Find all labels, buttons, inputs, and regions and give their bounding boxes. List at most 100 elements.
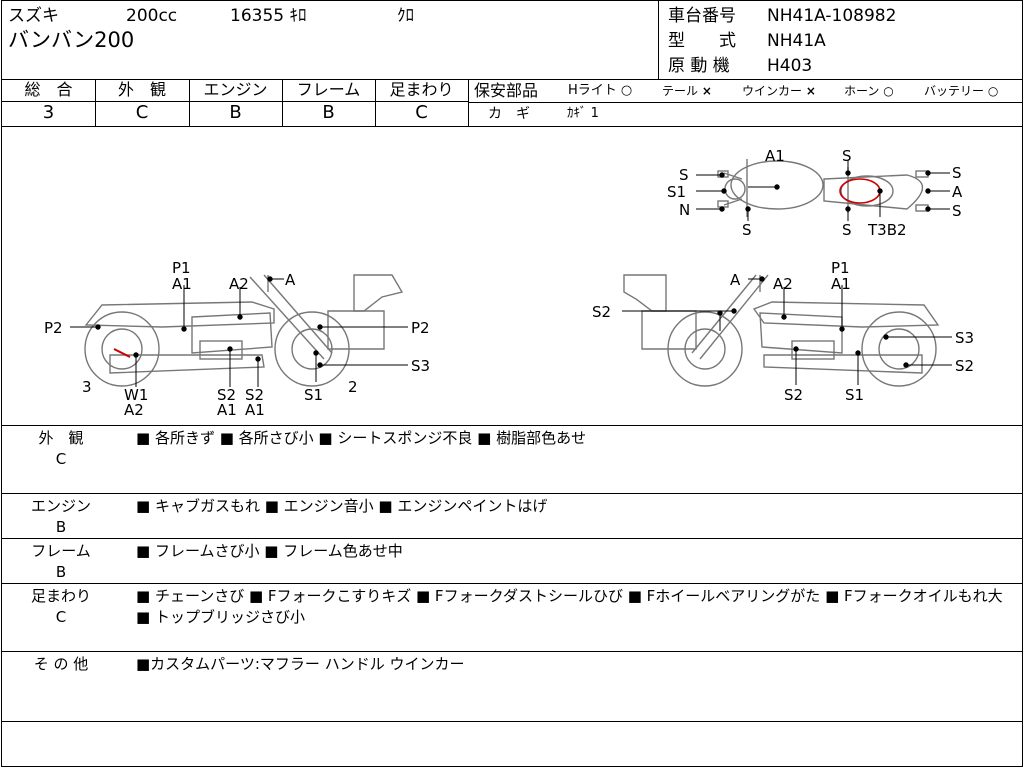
- comment-other: そ の 他 ■カスタムパーツ:マフラー ハンドル ウインカー: [2, 653, 1022, 719]
- diagram-label: A: [730, 271, 741, 289]
- grade-frame-label: フレーム: [296, 80, 361, 99]
- diagram-label: P2: [411, 319, 430, 337]
- diagram-label: S1: [845, 386, 864, 404]
- grade-suspension-label: 足まわり: [389, 80, 454, 99]
- left-damage-mark: [113, 348, 131, 358]
- bike-left-view: [84, 274, 404, 387]
- safety-item-name: テール: [662, 84, 699, 98]
- rule: [2, 126, 1022, 127]
- comment-label: 足まわり: [30, 587, 91, 605]
- comment-text: ■ チェーンさび ■ Fフォークこすりキズ ■ Fフォークダストシールひび ■ …: [136, 587, 1003, 626]
- diagram-label: S: [842, 221, 852, 239]
- diagram-label: A: [952, 183, 963, 201]
- comment-frame: フレーム B ■ フレームさび小 ■ フレーム色あせ中: [2, 540, 1022, 582]
- rule: [95, 79, 96, 126]
- frame-no-label: 車台番号: [668, 6, 736, 26]
- top-damage-mark: [839, 178, 881, 204]
- safety-item-name: ウインカー: [742, 84, 803, 98]
- comment-text: ■カスタムパーツ:マフラー ハンドル ウインカー: [136, 655, 465, 673]
- diagram-label: S: [952, 202, 962, 220]
- frame-no: NH41A-108982: [767, 6, 897, 26]
- diagram-label: S: [742, 221, 752, 239]
- safety-battery: バッテリー ○: [924, 82, 998, 100]
- comment-grade: C: [55, 608, 67, 626]
- diagram-label: P2: [44, 319, 63, 337]
- rule: [2, 101, 468, 102]
- type-value: NH41A: [767, 31, 826, 51]
- diagram-label: A1: [172, 275, 192, 293]
- safety-item-name: Hライト: [568, 83, 617, 98]
- grade-frame-value: B: [322, 102, 335, 123]
- diagram-label: P1: [831, 259, 850, 277]
- diagram-label: S2: [217, 386, 236, 404]
- diagram-label: A1: [831, 275, 851, 293]
- diagram-label: A1: [217, 401, 237, 419]
- diagram-label: A2: [773, 275, 793, 293]
- diagram-label: S2: [955, 357, 974, 375]
- maker: スズキ: [8, 6, 59, 26]
- diagram-label: 3: [82, 378, 92, 396]
- engine-value: H403: [767, 56, 813, 76]
- model-name: バンバン200: [8, 28, 135, 52]
- rule: [2, 651, 1022, 652]
- diagram-label: S1: [667, 183, 686, 201]
- comment-exterior: 外 観 C ■ 各所きず ■ 各所さび小 ■ シートスポンジ不良 ■ 樹脂部色あ…: [2, 427, 1022, 493]
- grade-engine-value: B: [229, 102, 242, 123]
- diagram-labels: S S1 N S A1 S S T3B2 S A S P1 A1 A2 A P2…: [44, 147, 974, 419]
- diagram-label: A2: [229, 275, 249, 293]
- diagram-label: A: [285, 271, 296, 289]
- safety-winker: ウインカー ×: [742, 82, 816, 100]
- diagram-label: A1: [245, 401, 265, 419]
- comment-engine: エンジン B ■ キャブガスもれ ■ エンジン音小 ■ エンジンペイントはげ: [2, 495, 1022, 537]
- diagram-label: S1: [304, 386, 323, 404]
- safety-item-mark: ○: [987, 84, 999, 98]
- rule: [2, 583, 1022, 584]
- rule: [2, 493, 1022, 494]
- grade-suspension-value: C: [415, 102, 428, 123]
- diagram-label: S3: [955, 329, 974, 347]
- comment-text: ■ 各所きず ■ 各所さび小 ■ シートスポンジ不良 ■ 樹脂部色あせ: [136, 429, 587, 447]
- rule: [2, 538, 1022, 539]
- comment-label: そ の 他: [33, 655, 89, 673]
- comment-label: フレーム: [31, 542, 91, 560]
- rule: [2, 79, 1022, 80]
- comment-text: ■ キャブガスもれ ■ エンジン音小 ■ エンジンペイントはげ: [136, 497, 548, 515]
- mileage: 16355 ｷﾛ: [230, 6, 307, 26]
- comment-grade: B: [55, 563, 67, 581]
- grade-overall-label: 総 合: [24, 80, 73, 99]
- type-label: 型 式: [668, 31, 736, 51]
- diagram-label: W1: [124, 386, 148, 404]
- bike-right-view: [623, 274, 940, 387]
- grade-exterior-value: C: [135, 102, 149, 123]
- diagram-label: S3: [411, 357, 430, 375]
- rule: [282, 79, 283, 126]
- color: ｸﾛ: [397, 6, 414, 26]
- grade-overall-value: 3: [42, 102, 55, 123]
- diagram-label: A2: [124, 401, 144, 419]
- rule: [375, 79, 376, 126]
- engine-label: 原 動 機: [668, 56, 730, 76]
- diagram-label: S2: [245, 386, 264, 404]
- diagram-label: S2: [784, 386, 803, 404]
- rule: [2, 721, 1022, 722]
- leader-lines: [70, 161, 952, 387]
- safety-item-name: ホーン: [844, 84, 880, 98]
- diagram-label: P1: [172, 259, 191, 277]
- comment-grade: C: [55, 450, 67, 468]
- safety-item-mark: ○: [883, 84, 894, 98]
- safety-headlight: Hライト ○: [568, 82, 632, 100]
- diagram-label: S: [679, 166, 689, 184]
- diagram-label: N: [679, 201, 690, 219]
- rule: [468, 102, 1022, 103]
- diagram-label: S: [952, 164, 962, 182]
- grade-exterior-label: 外 観: [117, 80, 166, 99]
- key-value: ｶｷﾞ 1: [567, 106, 599, 121]
- rule: [468, 79, 469, 126]
- safety-item-mark: ○: [620, 83, 633, 98]
- comment-text: ■ フレームさび小 ■ フレーム色あせ中: [136, 542, 403, 560]
- comment-label: エンジン: [30, 497, 91, 515]
- diagram-label: T3B2: [867, 221, 907, 239]
- rule: [189, 79, 190, 126]
- grade-engine-label: エンジン: [203, 80, 268, 99]
